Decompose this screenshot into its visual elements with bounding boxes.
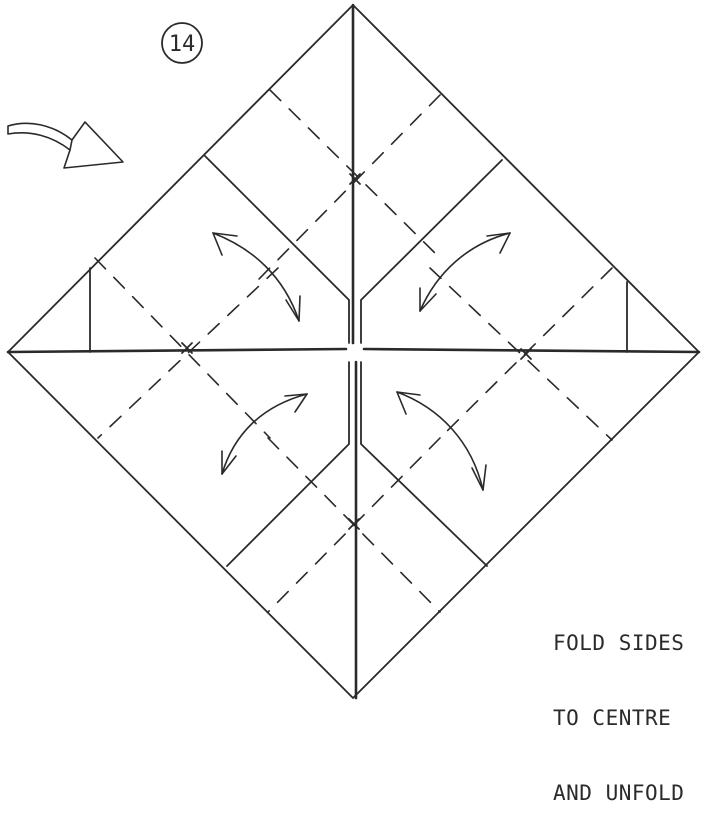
step-number: 14 — [169, 32, 196, 57]
instruction-line: FOLD SIDES — [553, 631, 685, 655]
double-headed-curved-arrow-icon — [396, 391, 487, 491]
instruction-line: AND UNFOLD — [553, 781, 685, 805]
step-number-badge: 14 — [161, 22, 203, 64]
curved-arrow-icon — [7, 121, 124, 169]
centre-creases — [6, 3, 701, 700]
paper-outline — [7, 4, 700, 699]
origami-diagram: 14 — [6, 3, 701, 700]
double-headed-curved-arrow-icon — [212, 232, 301, 322]
instruction-text: FOLD SIDES TO CENTRE AND UNFOLD — [553, 581, 684, 831]
crease-cross-marks — [181, 173, 532, 530]
double-headed-curved-arrow-icon — [221, 393, 308, 475]
double-headed-curved-arrow-icon — [419, 232, 511, 312]
instruction-line: TO CENTRE — [553, 706, 672, 730]
flap-edges — [89, 155, 628, 567]
